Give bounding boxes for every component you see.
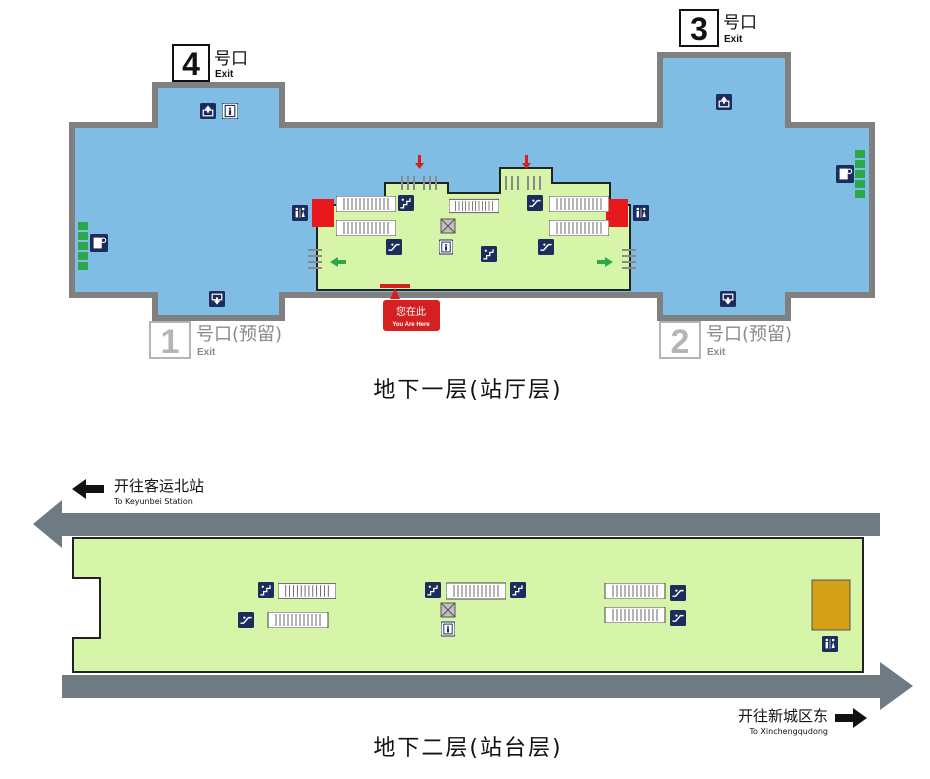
fare-gate-icon [78,150,865,270]
exit-up-icon [716,94,732,110]
exit-4-box [172,44,210,82]
exit-2-sub: Exit [707,347,726,358]
escalator-icon [604,583,666,599]
stairs-icon [258,582,274,598]
escalator-icon [278,583,336,599]
concourse-floor [69,52,875,321]
floor-b1-title: 地下一层(站厅层) [373,378,562,403]
exit-4-number: 4 [182,46,200,82]
stairs-icon [398,195,414,211]
arrow-right-icon [835,708,867,728]
exit-4-sub: Exit [215,69,234,80]
escalator-icon [538,239,554,255]
escalator-icon [267,612,329,628]
direction-east-cn: 开往新城区东 [738,707,828,725]
escalator-icon [670,585,686,601]
escalator-group [336,196,609,236]
floor-b2-title: 地下二层(站台层) [373,736,562,761]
exit-3-number: 3 [690,11,708,47]
escalator-icon [670,610,686,626]
exit-2-label: 号口(预留) [706,324,792,345]
escalator-icon [604,607,666,623]
equipment-room [811,579,851,631]
exit-3-label: 号口 [723,13,757,33]
exit-1-number: 1 [161,323,180,361]
exit-4-label: 号口 [214,49,248,69]
elevator-icon [222,103,238,119]
exit-3-box [679,9,719,47]
you-are-here-en: You Are Here [392,322,430,328]
exit-2-number: 2 [671,323,690,361]
track-eastbound [62,662,913,710]
escalator-icon [386,239,402,255]
track-westbound [33,500,880,548]
arrow-left-icon [330,257,346,267]
ticket-machine-left [312,199,334,227]
elevator-icon [441,621,455,637]
stairs-icon [425,582,441,598]
restroom-icon [822,636,838,652]
exit-down-icon [209,291,225,307]
exit-up-icon [200,103,216,119]
arrow-down-icon [415,155,531,169]
ticket-machine-icon [90,234,108,252]
direction-west-cn: 开往客运北站 [114,477,204,495]
exit-1-sub: Exit [197,347,216,358]
fare-gate-icon [308,249,636,269]
direction-east-en: To Xinchengqudong [748,727,828,736]
stairs-icon [446,582,506,600]
exit-3-sub: Exit [724,34,743,45]
escalator-icon [527,195,543,211]
arrow-left-icon [72,479,104,499]
elevator-icon [439,239,453,255]
restroom-icon [633,205,649,221]
ticket-machine-icon [836,165,854,183]
direction-west-en: To Keyunbei Station [113,497,193,506]
fare-gate-icon [401,176,541,190]
platform-floor [72,537,864,673]
escalator-icon [238,612,254,628]
ticket-machine-right [606,199,628,227]
stairs-icon [510,582,526,598]
arrow-right-icon [597,257,613,267]
you-are-here-cn: 您在此 [396,305,426,318]
exit-1-label: 号口(预留) [196,324,282,345]
exit-2-box [659,321,701,359]
restroom-icon [292,205,308,221]
you-are-here-marker [380,284,440,331]
exit-1-box [149,321,191,359]
stairs-icon [481,246,497,262]
exit-down-icon [720,291,736,307]
